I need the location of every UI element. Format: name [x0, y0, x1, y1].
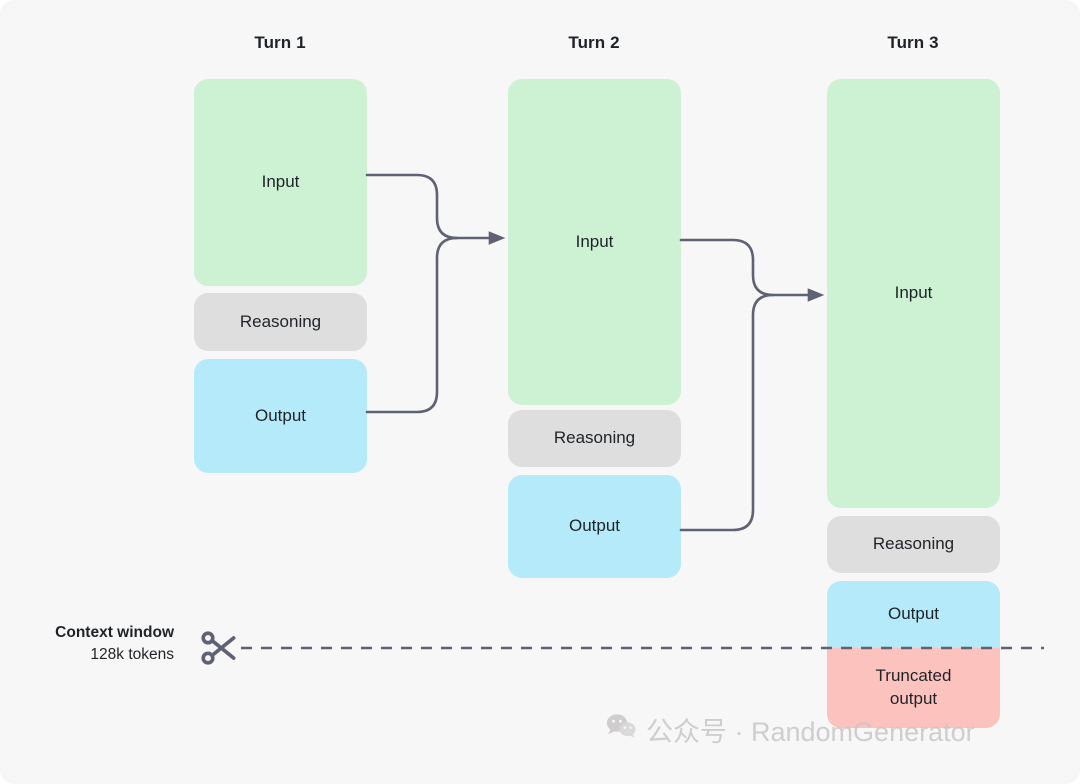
turn-2-input-block: Input — [508, 79, 681, 405]
scissors-icon — [197, 626, 241, 675]
wechat-icon — [606, 713, 636, 746]
turn-1-reasoning-block: Reasoning — [194, 293, 367, 351]
turn-2-reasoning-block: Reasoning — [508, 410, 681, 467]
context-window-subtitle: 128k tokens — [90, 646, 174, 664]
turn-1-header: Turn 1 — [254, 33, 306, 52]
turn-3-output-block: Output — [827, 581, 1000, 648]
context-window-title: Context window — [55, 624, 174, 641]
turn-2-header: Turn 2 — [568, 33, 620, 52]
watermark-text: 公众号 · RandomGenerator — [646, 717, 975, 747]
turn-3-header: Turn 3 — [887, 33, 939, 52]
turn-3-truncated-output-block: Truncated output — [827, 648, 1000, 728]
turn-3-input-block: Input — [827, 79, 1000, 508]
turn-1-output-block: Output — [194, 359, 367, 473]
turn-3-reasoning-block: Reasoning — [827, 516, 1000, 573]
turn-1-input-block: Input — [194, 79, 367, 286]
connector-turn1-output-to-turn2 — [365, 236, 459, 414]
connector-turn1-input-to-turn2 — [365, 173, 506, 245]
turn-2-output-block: Output — [508, 475, 681, 578]
connector-turn2-output-to-turn3 — [679, 293, 775, 532]
watermark: 公众号 · RandomGenerator — [606, 710, 975, 749]
context-window-label: Context window 128k tokens — [0, 622, 174, 667]
connector-turn2-input-to-turn3 — [679, 238, 825, 302]
